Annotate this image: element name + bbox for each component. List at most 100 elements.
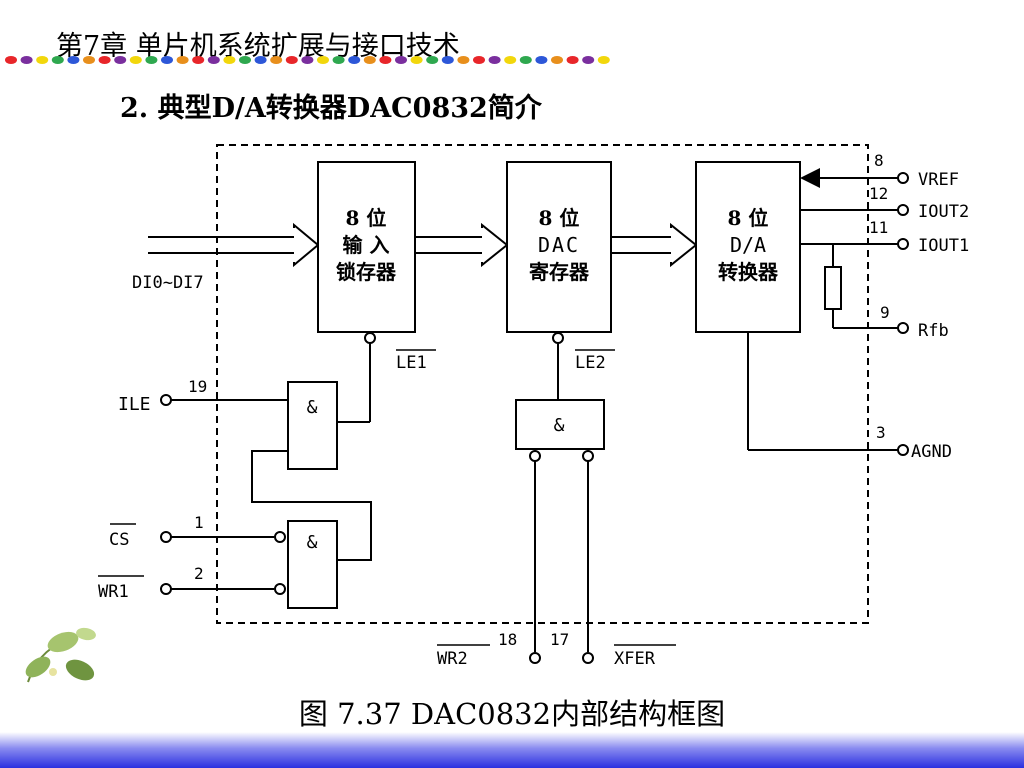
cs-label: CS <box>109 530 129 550</box>
converter-block <box>695 161 801 333</box>
data-bus <box>148 222 698 268</box>
divider-dot <box>379 56 392 64</box>
and-gate-xfer <box>515 399 605 450</box>
divider-dot <box>20 56 33 64</box>
divider-dot <box>441 56 454 64</box>
and-gate-ile-symbol: & <box>307 397 318 418</box>
converter-label-1: 8 位 <box>728 206 769 230</box>
dac-register-label-1: 8 位 <box>539 206 580 230</box>
divider-dot <box>239 56 251 64</box>
converter-label-2: D/A <box>730 233 766 257</box>
dac-register-block <box>506 161 612 333</box>
divider-dot <box>317 56 329 64</box>
input-latch-label-3: 锁存器 <box>336 260 397 284</box>
dot-divider <box>5 56 610 64</box>
divider-dot <box>207 56 220 64</box>
le2-wiring <box>552 332 564 400</box>
and-gate-cs-wr1 <box>287 520 338 609</box>
divider-dot <box>285 56 298 64</box>
xfer-wiring <box>582 450 594 664</box>
divider-dot <box>270 56 283 64</box>
agnd-wiring <box>747 332 909 456</box>
input-latch-block <box>317 161 416 333</box>
iout2-label: IOUT2 <box>918 202 969 222</box>
bottom-gradient-bar <box>0 732 1024 768</box>
divider-dot <box>36 56 49 64</box>
xfer-pin: 17 <box>550 630 569 649</box>
wr2-pin: 18 <box>498 630 517 649</box>
divider-dot <box>488 56 501 64</box>
iout1-wiring <box>800 238 909 250</box>
divider-dot <box>426 56 439 64</box>
and-gate-ile <box>287 381 338 470</box>
divider-dot <box>395 56 407 64</box>
divider-dot <box>348 56 361 64</box>
xfer-label: XFER <box>614 649 656 669</box>
divider-dot <box>535 56 548 64</box>
rfb-resistor <box>824 244 909 334</box>
divider-dot <box>410 56 423 64</box>
ile-wiring <box>160 394 288 406</box>
vref-pin: 8 <box>874 151 884 170</box>
dac-register-label-2: DAC <box>538 233 580 257</box>
and-gate-cs-wr1-symbol: & <box>307 532 318 553</box>
chip-boundary <box>216 144 869 624</box>
divider-dot <box>67 56 80 64</box>
ile-label: ILE <box>118 394 151 415</box>
vref-wiring <box>800 168 909 188</box>
divider-dot <box>457 56 470 64</box>
divider-dot <box>597 56 610 64</box>
section-subtitle: 2. 典型D/A转换器DAC0832简介 <box>120 93 542 124</box>
le1-label: LE1 <box>396 353 427 373</box>
vref-label: VREF <box>918 170 959 190</box>
divider-dot <box>5 56 17 64</box>
wr1-wiring <box>160 583 286 595</box>
data-input-label: DI0~DI7 <box>132 273 204 293</box>
dac-register-label-3: 寄存器 <box>529 260 590 284</box>
divider-dot <box>566 56 579 64</box>
divider-dot <box>114 56 127 64</box>
divider-dot <box>192 56 205 64</box>
divider-dot <box>301 56 314 64</box>
divider-dot <box>519 56 532 64</box>
cs-pin: 1 <box>194 513 204 532</box>
divider-dot <box>161 56 173 64</box>
iout1-label: IOUT1 <box>918 236 969 256</box>
converter-label-3: 转换器 <box>718 260 779 284</box>
divider-dot <box>176 56 189 64</box>
wr1-label: WR1 <box>98 582 129 602</box>
and-gate-xfer-symbol: & <box>554 415 565 436</box>
le2-label: LE2 <box>575 353 606 373</box>
divider-dot <box>145 56 158 64</box>
iout2-wiring <box>800 204 909 216</box>
divider-dot <box>223 56 236 64</box>
divider-dot <box>51 56 64 64</box>
divider-dot <box>551 56 563 64</box>
wr2-label: WR2 <box>437 649 468 669</box>
input-latch-label-1: 8 位 <box>346 206 387 230</box>
divider-dot <box>254 56 267 64</box>
divider-dot <box>83 56 95 64</box>
iout1-pin: 11 <box>869 218 888 237</box>
figure-caption: 图 7.37 DAC0832内部结构框图 <box>298 697 726 731</box>
agnd-label: AGND <box>911 442 952 462</box>
agnd-pin: 3 <box>876 423 886 442</box>
divider-dot <box>582 56 595 64</box>
divider-dot <box>363 56 376 64</box>
iout2-pin: 12 <box>869 184 888 203</box>
cs-wiring <box>160 531 286 543</box>
le1-wiring <box>337 332 376 423</box>
rfb-label: Rfb <box>918 321 949 341</box>
wr2-wiring <box>529 450 541 664</box>
input-latch-label-2: 输 入 <box>343 233 390 257</box>
ile-pin: 19 <box>188 377 207 396</box>
rfb-pin: 9 <box>880 303 890 322</box>
gate-interconnect <box>251 450 372 561</box>
divider-dot <box>473 56 485 64</box>
wr1-pin: 2 <box>194 564 204 583</box>
leaf-decoration <box>25 627 96 683</box>
divider-dot <box>332 56 345 64</box>
divider-dot <box>98 56 111 64</box>
divider-dot <box>504 56 517 64</box>
